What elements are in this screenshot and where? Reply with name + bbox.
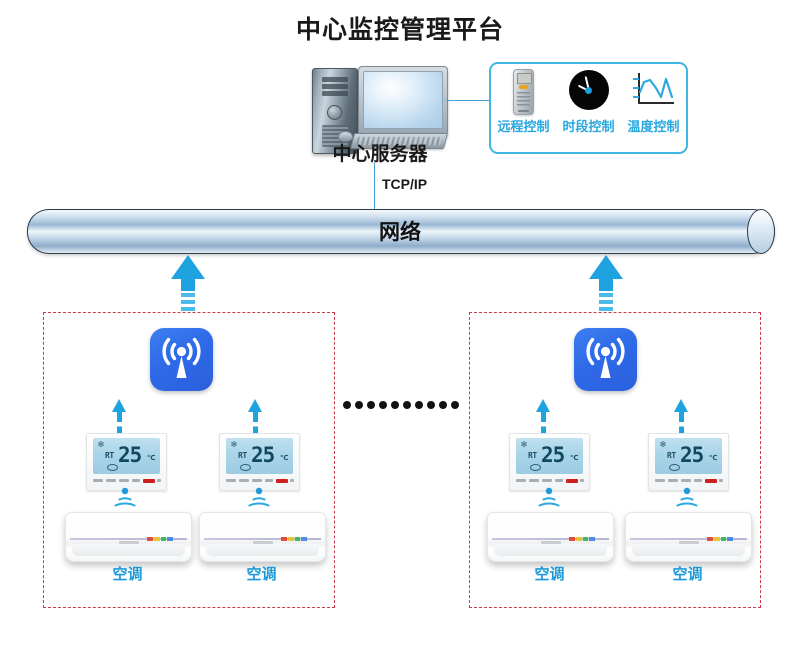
thermostat-unit: ℃ xyxy=(709,455,718,462)
temperature-chart-icon xyxy=(631,70,677,110)
air-conditioner-label: 空调 xyxy=(534,566,565,583)
air-conditioner-label: 空调 xyxy=(672,566,703,583)
server-feature-connector xyxy=(446,100,492,101)
wireless-access-point-icon xyxy=(150,328,213,391)
thermostat-mode-indicator xyxy=(530,464,541,471)
thermostat-reading-prefix: RT xyxy=(105,451,114,460)
fan-icon: ✻ xyxy=(230,440,238,449)
computer-monitor-icon xyxy=(358,66,448,147)
thermostat-temperature: 25 xyxy=(251,443,275,467)
network-label: 网络 xyxy=(379,220,421,244)
thermostat-temperature: 25 xyxy=(680,443,704,467)
central-server-label: 中心服务器 xyxy=(332,144,428,165)
signal-waves-icon xyxy=(536,487,562,509)
thermostat-button-panel[interactable] xyxy=(514,477,585,485)
thermostat-reading-prefix: RT xyxy=(667,451,676,460)
thermostat-icon: ✻ RT 25 ℃ xyxy=(509,433,590,491)
mouse-icon xyxy=(338,131,353,142)
thermostat-mode-indicator xyxy=(240,464,251,471)
feature-icon-cell-schedule xyxy=(556,64,621,116)
network-bar-endcap xyxy=(747,209,775,254)
air-conditioner-icon xyxy=(199,512,326,562)
thermostat-temperature: 25 xyxy=(118,443,142,467)
thermostat-mode-indicator xyxy=(669,464,680,471)
thermostat-button-panel[interactable] xyxy=(224,477,295,485)
thermostat-unit: ℃ xyxy=(570,455,579,462)
uplink-arrow-right xyxy=(589,255,623,313)
thermostat-reading-prefix: RT xyxy=(528,451,537,460)
node-uplink-arrow xyxy=(674,399,688,451)
node-uplink-arrow xyxy=(536,399,550,451)
feature-icon-cell-remote xyxy=(491,64,556,116)
remote-control-icon xyxy=(513,68,534,115)
feature-label-schedule: 时段控制 xyxy=(562,119,615,134)
clock-icon xyxy=(568,70,609,110)
tcpip-link-line xyxy=(374,163,375,213)
uplink-arrow-left xyxy=(171,255,205,313)
thermostat-button-panel[interactable] xyxy=(91,477,162,485)
ellipsis-dots xyxy=(343,400,459,409)
signal-waves-icon xyxy=(112,487,138,509)
feature-icon-cell-temperature xyxy=(621,64,686,116)
thermostat-unit: ℃ xyxy=(280,455,289,462)
tcpip-label: TCP/IP xyxy=(382,176,428,192)
air-conditioner-label: 空调 xyxy=(112,566,143,583)
fan-icon: ✻ xyxy=(97,440,105,449)
fan-icon: ✻ xyxy=(659,440,667,449)
node-uplink-arrow xyxy=(248,399,262,451)
thermostat-icon: ✻ RT 25 ℃ xyxy=(219,433,300,491)
feature-label-temperature: 温度控制 xyxy=(627,119,680,134)
signal-waves-icon xyxy=(246,487,272,509)
thermostat-mode-indicator xyxy=(107,464,118,471)
network-bar xyxy=(27,209,775,254)
signal-waves-icon xyxy=(674,487,700,509)
air-conditioner-label: 空调 xyxy=(246,566,277,583)
feature-label-remote: 远程控制 xyxy=(497,119,550,134)
feature-box: 远程控制 时段控制 温度控制 xyxy=(489,62,688,154)
thermostat-icon: ✻ RT 25 ℃ xyxy=(86,433,167,491)
wireless-access-point-icon xyxy=(574,328,637,391)
node-uplink-arrow xyxy=(112,399,126,451)
fan-icon: ✻ xyxy=(520,440,528,449)
thermostat-icon: ✻ RT 25 ℃ xyxy=(648,433,729,491)
air-conditioner-icon xyxy=(487,512,614,562)
page-title: 中心监控管理平台 xyxy=(295,16,504,44)
thermostat-unit: ℃ xyxy=(147,455,156,462)
thermostat-button-panel[interactable] xyxy=(653,477,724,485)
thermostat-reading-prefix: RT xyxy=(238,451,247,460)
thermostat-temperature: 25 xyxy=(541,443,565,467)
air-conditioner-icon xyxy=(65,512,192,562)
air-conditioner-icon xyxy=(625,512,752,562)
